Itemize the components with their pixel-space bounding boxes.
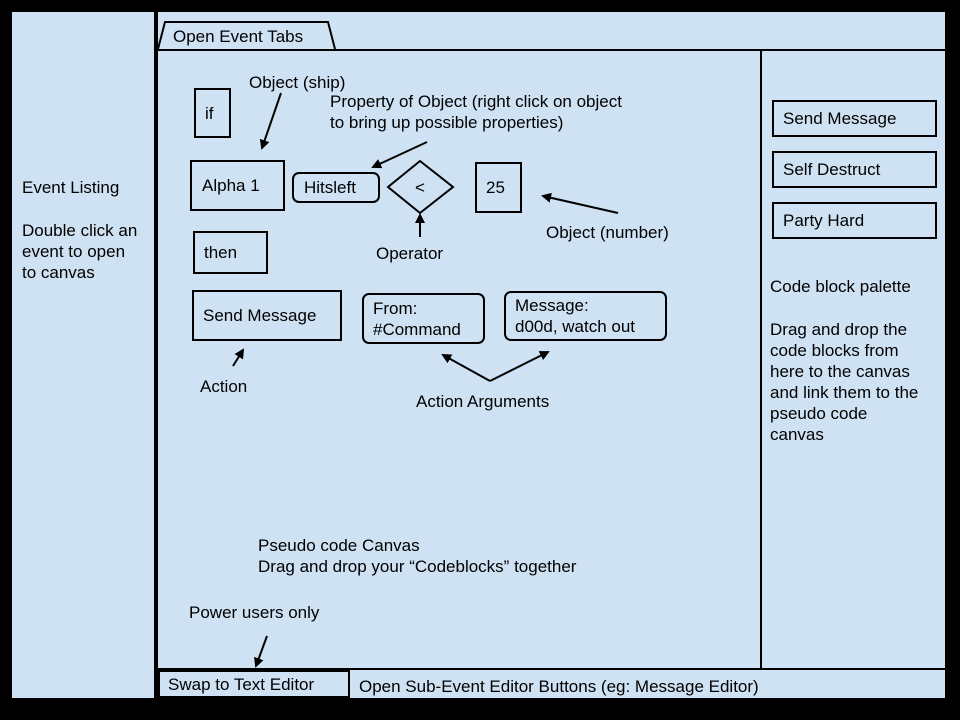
label-action-arguments: Action Arguments [416, 392, 550, 411]
event-listing-hint: Double click an event to open to canvas [22, 221, 138, 282]
tab-open-event-tabs[interactable]: Open Event Tabs [173, 27, 304, 46]
object-block-alpha-1[interactable]: Alpha 1 [190, 160, 285, 211]
palette-item-self-destruct[interactable]: Self Destruct [772, 151, 937, 188]
event-listing-title: Event Listing [22, 178, 120, 197]
sub-event-editor-bar[interactable]: Open Sub-Event Editor Buttons (eg: Messa… [359, 677, 759, 696]
action-argument-message[interactable]: Message: d00d, watch out [504, 291, 667, 341]
label-property-of-object: Property of Object (right click on objec… [330, 92, 622, 132]
operator-label: < [415, 178, 425, 197]
action-block-send-message[interactable]: Send Message [192, 290, 342, 341]
number-block-25[interactable]: 25 [475, 162, 522, 213]
swap-to-text-editor-button[interactable]: Swap to Text Editor [158, 670, 350, 698]
label-object-number: Object (number) [546, 223, 669, 242]
label-action: Action [200, 377, 248, 396]
label-operator: Operator [376, 244, 444, 263]
code-block-palette[interactable]: Send Message Self Destruct Party Hard Co… [762, 51, 946, 668]
then-block[interactable]: then [193, 231, 268, 274]
event-listing-panel[interactable]: Event Listing Double click an event to o… [12, 12, 154, 698]
pseudo-code-canvas[interactable]: if Alpha 1 Hitsleft 25 then Send Message… [158, 51, 760, 668]
palette-hint: Drag and drop the code blocks from here … [770, 320, 919, 444]
canvas-caption: Pseudo code Canvas Drag and drop your “C… [258, 536, 577, 576]
palette-item-party-hard[interactable]: Party Hard [772, 202, 937, 239]
label-object-ship: Object (ship) [249, 73, 346, 92]
label-power-users: Power users only [189, 603, 320, 622]
palette-item-send-message[interactable]: Send Message [772, 100, 937, 137]
if-block[interactable]: if [194, 88, 231, 138]
action-argument-from[interactable]: From: #Command [362, 293, 485, 344]
property-block-hitsleft[interactable]: Hitsleft [292, 172, 380, 203]
palette-title: Code block palette [770, 277, 911, 296]
